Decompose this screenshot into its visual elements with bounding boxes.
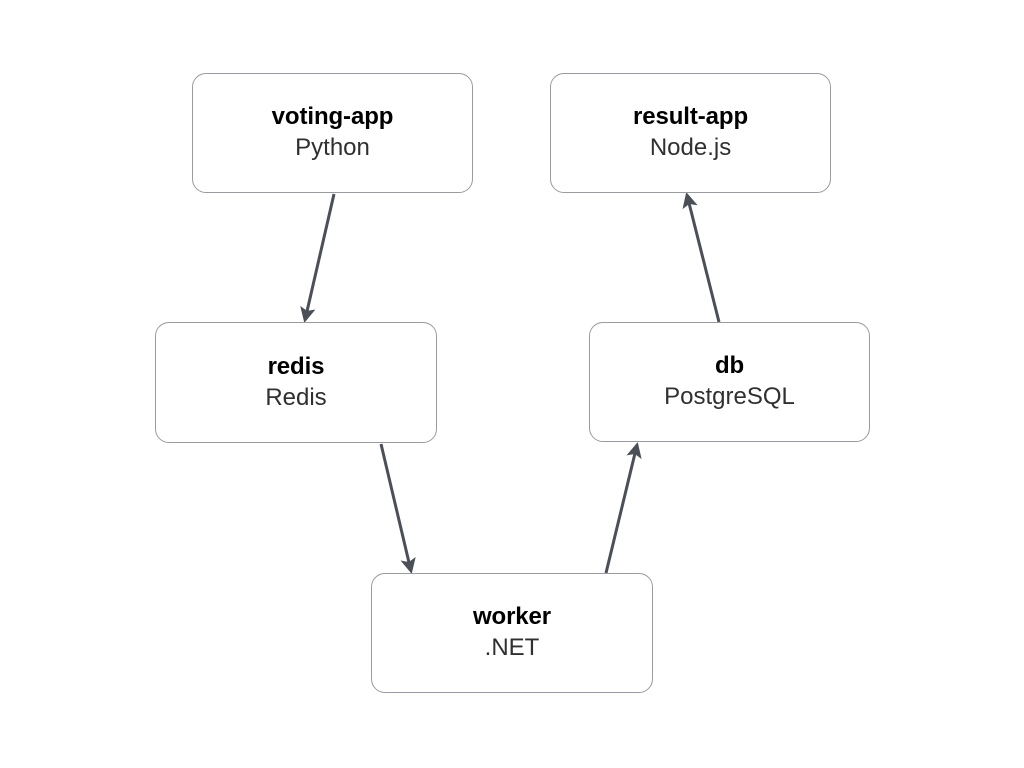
node-db[interactable]: db PostgreSQL — [589, 322, 870, 442]
node-title: voting-app — [271, 103, 394, 131]
edge-voting-app-to-redis — [300, 193, 336, 323]
node-subtitle: PostgreSQL — [664, 383, 795, 410]
node-subtitle: Redis — [265, 383, 327, 411]
node-title: result-app — [632, 103, 749, 131]
node-worker[interactable]: worker .NET — [371, 573, 653, 693]
node-result-app[interactable]: result-app Node.js — [550, 73, 831, 193]
node-voting-app[interactable]: voting-app Python — [192, 73, 473, 193]
edge-redis-to-worker — [379, 443, 416, 574]
node-redis[interactable]: redis Redis — [155, 322, 437, 443]
edge-db-to-result-app — [682, 192, 721, 323]
edge-worker-to-db — [604, 442, 642, 574]
node-subtitle: Node.js — [649, 134, 732, 161]
node-title: db — [714, 352, 745, 380]
node-title: redis — [267, 352, 325, 380]
node-subtitle: Python — [295, 134, 370, 161]
node-title: worker — [472, 603, 552, 631]
node-subtitle: .NET — [484, 634, 540, 661]
